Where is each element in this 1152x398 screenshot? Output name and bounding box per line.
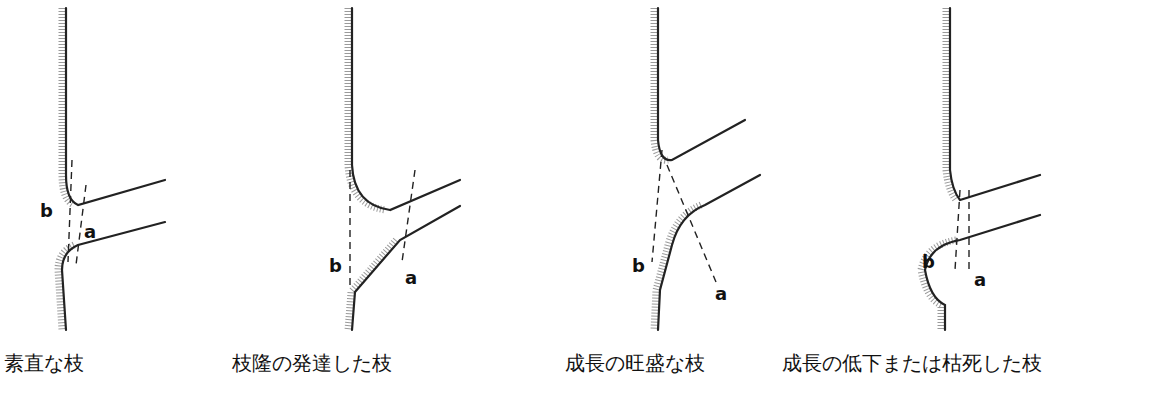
collar-letter: a (974, 270, 986, 290)
collar-letter: a (84, 222, 96, 242)
collar-letter: b (632, 256, 645, 276)
figure-caption: 成長の旺盛な枝 (565, 352, 705, 374)
figure-caption: 成長の低下または枯死した枝 (782, 352, 1042, 374)
collar-line (68, 150, 969, 290)
collar-letter: b (329, 256, 342, 276)
branch-outline (62, 8, 1040, 330)
collar-letter: b (922, 252, 935, 272)
figure-caption: 枝隆の発達した枝 (232, 352, 392, 374)
figure-caption: 素直な枝 (4, 352, 84, 374)
collar-letter: a (715, 284, 727, 304)
bark-stipple (58, 8, 956, 330)
collar-letter: a (405, 268, 417, 288)
collar-letter: b (40, 201, 53, 221)
